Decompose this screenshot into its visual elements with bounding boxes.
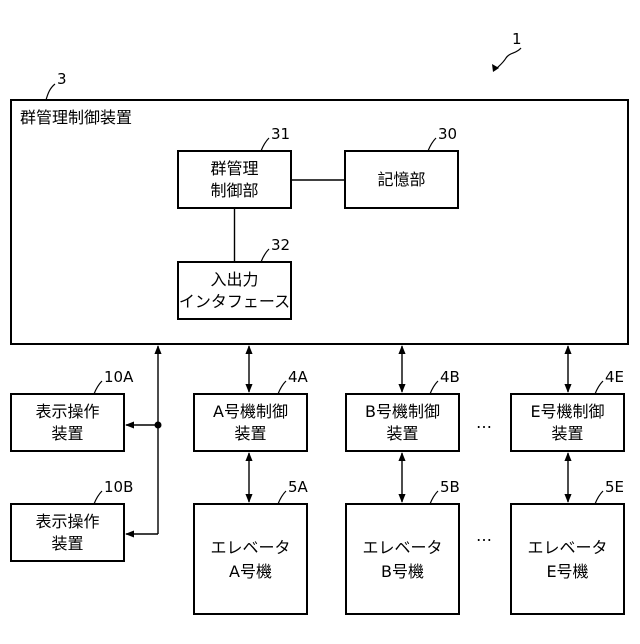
- car-controller-b-leader: [430, 381, 438, 394]
- car-controller-a-line1: A号機制御: [213, 402, 288, 421]
- car-controller-e-line2: 装置: [551, 424, 583, 443]
- car-controller-a-leader: [278, 381, 286, 394]
- elevator-b-leader: [430, 491, 438, 504]
- group-control-unit-ref: 31: [271, 125, 290, 143]
- display-op-a-line2: 装置: [51, 424, 83, 443]
- group-controller-title: 群管理制御装置: [20, 108, 132, 127]
- group-controller-box: [11, 100, 628, 344]
- elevator-e-line2: E号機: [546, 562, 588, 581]
- io-interface-ref: 32: [271, 236, 290, 254]
- car-controller-e-ref: 4E: [605, 368, 624, 386]
- system-ref-label: 1: [512, 30, 522, 48]
- elevator-b-box: [346, 504, 459, 614]
- elevator-a-ref: 5A: [288, 478, 309, 496]
- display-op-b-ref: 10B: [104, 478, 133, 496]
- display-op-a-leader: [94, 381, 102, 394]
- group-controller-leader: [46, 84, 55, 100]
- group-control-unit-line2: 制御部: [210, 181, 258, 200]
- elevator-e-ref: 5E: [605, 478, 624, 496]
- controllers-ellipsis: …: [476, 413, 492, 432]
- display-op-a-ref: 10A: [104, 368, 134, 386]
- io-interface-line2: インタフェース: [179, 292, 290, 311]
- group-controller-ref: 3: [57, 70, 67, 88]
- elevator-e-leader: [595, 491, 603, 504]
- elevator-a-line1: エレベータ: [210, 538, 290, 557]
- display-op-b-line2: 装置: [51, 534, 83, 553]
- car-controller-b-line1: B号機制御: [365, 402, 440, 421]
- car-controller-b-line2: 装置: [386, 424, 418, 443]
- car-controller-a-line2: 装置: [234, 424, 266, 443]
- elevators-ellipsis: …: [476, 526, 492, 545]
- elevator-e-line1: エレベータ: [527, 538, 607, 557]
- group-control-unit-line1: 群管理: [210, 159, 258, 178]
- display-op-a-line1: 表示操作: [35, 402, 99, 421]
- elevator-a-line2: A号機: [229, 562, 272, 581]
- storage-unit-ref: 30: [438, 125, 457, 143]
- display-op-b-leader: [94, 491, 102, 504]
- elevator-a-leader: [278, 491, 286, 504]
- car-controller-e-line1: E号機制御: [530, 402, 604, 421]
- storage-unit-label: 記憶部: [377, 170, 425, 189]
- elevator-e-box: [511, 504, 624, 614]
- elevator-b-ref: 5B: [440, 478, 460, 496]
- system-ref-arrowhead: [492, 64, 499, 72]
- car-controller-e-leader: [595, 381, 603, 394]
- display-op-b-line1: 表示操作: [35, 512, 99, 531]
- elevator-b-line2: B号機: [381, 562, 424, 581]
- car-controller-b-ref: 4B: [440, 368, 460, 386]
- system-ref-leader: [495, 48, 521, 70]
- elevator-a-box: [194, 504, 307, 614]
- elevator-b-line1: エレベータ: [362, 538, 442, 557]
- car-controller-a-ref: 4A: [288, 368, 309, 386]
- io-interface-line1: 入出力: [210, 270, 258, 289]
